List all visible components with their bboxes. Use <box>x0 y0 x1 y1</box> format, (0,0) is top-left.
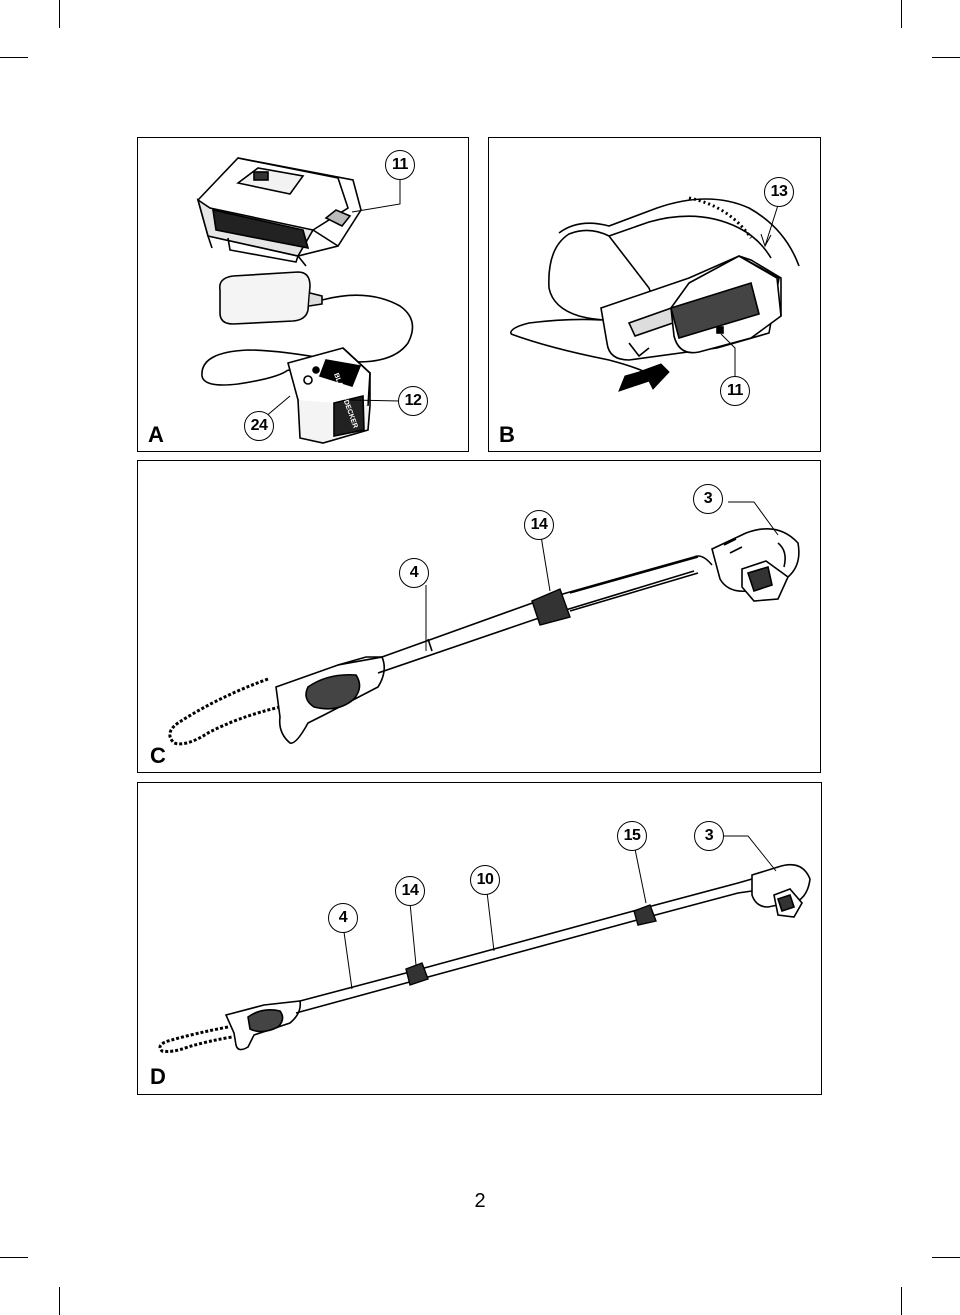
leader-lines-d <box>343 835 777 990</box>
callout-3: 3 <box>694 821 724 851</box>
panel-letter: C <box>150 743 166 768</box>
saw-head-drawing <box>275 656 386 744</box>
pole-drawing <box>295 878 753 1014</box>
saw-head-drawing <box>224 1000 302 1051</box>
pole-pruner-short-illustration <box>168 501 800 746</box>
crop-mark-bottom-right-vertical <box>901 1287 902 1315</box>
figure-panel-d: 15 3 14 10 4 D <box>137 782 822 1095</box>
saw-bar-chain-drawing <box>168 677 281 746</box>
handle-drawing <box>751 863 811 918</box>
callout-24: 24 <box>244 411 274 441</box>
callout-3: 3 <box>693 484 723 514</box>
callout-12: 12 <box>398 386 428 416</box>
figure-panel-c: 3 14 4 C <box>137 460 821 773</box>
callout-11: 11 <box>720 376 750 406</box>
callout-10: 10 <box>470 865 500 895</box>
panel-letter: A <box>148 422 164 447</box>
page-number: 2 <box>474 1190 486 1212</box>
battery-pack-drawing <box>670 255 782 354</box>
lock-collar-drawing <box>531 588 571 626</box>
callout-14: 14 <box>524 510 554 540</box>
lock-collar-lower-drawing <box>405 962 429 986</box>
crop-mark-top-left-horizontal <box>0 57 28 58</box>
saw-bar-chain-drawing <box>158 1025 233 1053</box>
handle-drawing <box>711 527 800 602</box>
figure-panel-b: 13 11 B <box>488 137 821 452</box>
direction-arrow <box>618 363 670 392</box>
lock-collar-upper-drawing <box>633 904 657 926</box>
panel-letter: D <box>150 1064 166 1089</box>
battery-pack-drawing <box>196 157 362 267</box>
leader-lines-b <box>720 201 780 378</box>
figure-panel-a: BLACK+DECKER 11 12 24 A <box>137 137 469 452</box>
panel-letter: B <box>499 422 515 447</box>
crop-mark-top-right-horizontal <box>932 57 960 58</box>
crop-mark-top-left-vertical <box>59 0 60 28</box>
tool-handle-drawing <box>510 196 800 375</box>
callout-4: 4 <box>328 903 358 933</box>
battery-charger-illustration: BLACK+DECKER <box>196 157 414 444</box>
upper-pole-drawing <box>569 555 713 612</box>
callout-4: 4 <box>399 558 429 588</box>
charger-base-drawing <box>287 347 371 444</box>
crop-mark-bottom-left-horizontal <box>0 1257 28 1258</box>
callout-13: 13 <box>764 177 794 207</box>
callout-15: 15 <box>617 821 647 851</box>
crop-mark-bottom-left-vertical <box>59 1287 60 1315</box>
pole-pruner-extended-illustration <box>158 835 811 1053</box>
leader-lines-c <box>425 501 779 651</box>
callout-14: 14 <box>395 876 425 906</box>
callout-11: 11 <box>385 150 415 180</box>
battery-insertion-illustration <box>510 196 800 392</box>
crop-mark-bottom-right-horizontal <box>932 1257 960 1258</box>
crop-mark-top-right-vertical <box>901 0 902 28</box>
